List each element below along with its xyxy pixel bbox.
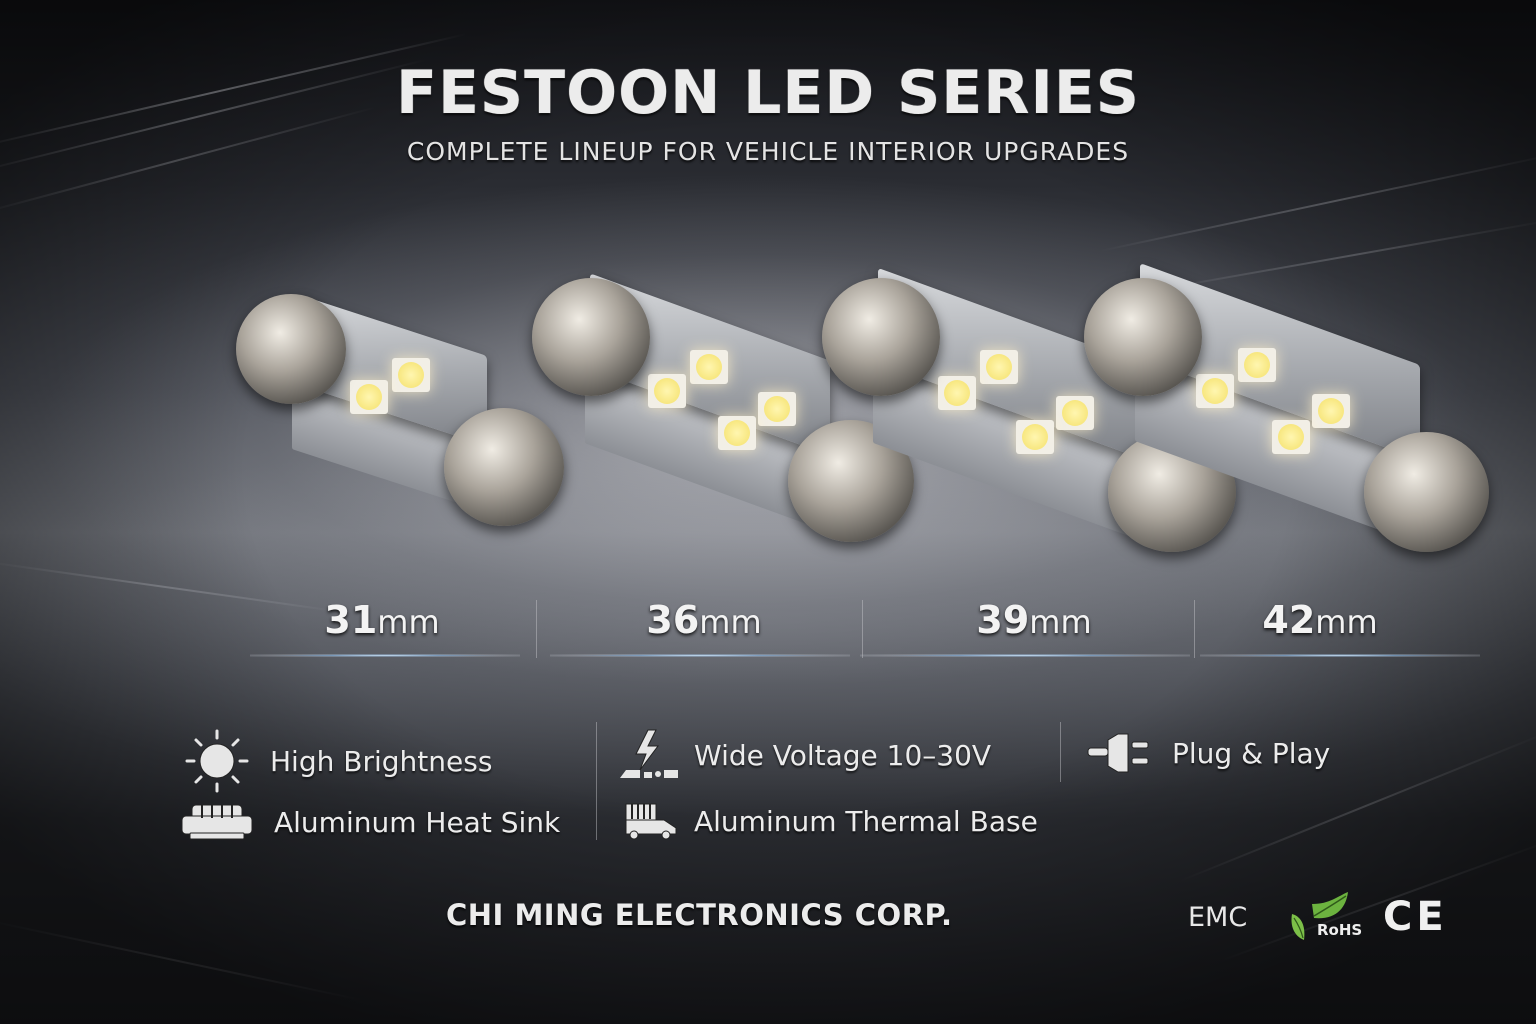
company-name: CHI MING ELECTRONICS CORP. xyxy=(446,898,953,932)
feature-aluminum-thermal-base: Aluminum Thermal Base xyxy=(624,802,1038,840)
led-chip xyxy=(938,376,976,410)
rohs-certification: RoHS xyxy=(1290,890,1363,944)
leaf-icon xyxy=(1291,892,1348,940)
ce-mark: CE xyxy=(1383,894,1448,940)
glow-underline xyxy=(250,654,520,657)
led-chip xyxy=(350,380,388,414)
led-chip xyxy=(1238,348,1276,382)
divider xyxy=(1194,600,1195,658)
size-label-31mm: 31mm xyxy=(324,598,440,642)
festoon-bulb-31mm xyxy=(232,280,592,530)
glow-underline xyxy=(1200,654,1480,657)
feature-label: Aluminum Thermal Base xyxy=(694,804,1038,838)
led-chip xyxy=(1272,420,1310,454)
divider xyxy=(862,600,863,658)
feature-plug-and-play: Plug & Play xyxy=(1086,730,1330,776)
heat-sink-icon xyxy=(181,804,253,840)
feature-aluminum-heat-sink: Aluminum Heat Sink xyxy=(180,802,560,842)
thermal-base-icon xyxy=(625,803,677,840)
size-labels: 31mm 36mm 39mm 42mm xyxy=(250,598,1480,658)
feature-label: Wide Voltage 10–30V xyxy=(694,738,992,772)
lightning-voltage-icon xyxy=(620,729,678,778)
emc-certification: EMC xyxy=(1188,902,1248,933)
festoon-bulb-42mm xyxy=(1080,263,1500,562)
feature-label: Aluminum Heat Sink xyxy=(274,805,561,839)
sun-icon xyxy=(185,729,249,793)
plug-icon xyxy=(1087,733,1149,773)
end-cap xyxy=(444,408,564,526)
end-cap xyxy=(1364,432,1489,552)
divider xyxy=(536,600,537,658)
led-chip xyxy=(1312,394,1350,428)
page-subtitle: COMPLETE LINEUP FOR VEHICLE INTERIOR UPG… xyxy=(406,137,1130,166)
feature-divider xyxy=(1060,722,1061,782)
led-chip xyxy=(758,392,796,426)
led-chip xyxy=(1196,374,1234,408)
led-chip xyxy=(980,350,1018,384)
feature-label: High Brightness xyxy=(270,744,493,778)
feature-divider xyxy=(596,722,597,840)
size-label-36mm: 36mm xyxy=(646,598,762,642)
feature-label: Plug & Play xyxy=(1172,736,1331,770)
led-chip xyxy=(1016,420,1054,454)
glow-underline xyxy=(550,654,850,657)
size-label-39mm: 39mm xyxy=(976,598,1092,642)
feature-wide-voltage: Wide Voltage 10–30V xyxy=(618,728,991,782)
glow-underline xyxy=(860,654,1190,657)
end-cap xyxy=(822,278,940,396)
end-cap xyxy=(532,278,650,396)
page-title: FESTOON LED SERIES xyxy=(395,58,1141,128)
led-chip xyxy=(392,358,430,392)
end-cap xyxy=(236,294,346,404)
end-cap xyxy=(1084,278,1202,396)
rohs-label: RoHS xyxy=(1317,921,1363,939)
feature-high-brightness: High Brightness xyxy=(184,728,492,794)
led-chip xyxy=(718,416,756,450)
led-chip xyxy=(1056,396,1094,430)
led-chip xyxy=(690,350,728,384)
size-label-42mm: 42mm xyxy=(1262,598,1378,642)
festoon-bulb-36mm xyxy=(530,272,920,542)
led-chip xyxy=(648,374,686,408)
